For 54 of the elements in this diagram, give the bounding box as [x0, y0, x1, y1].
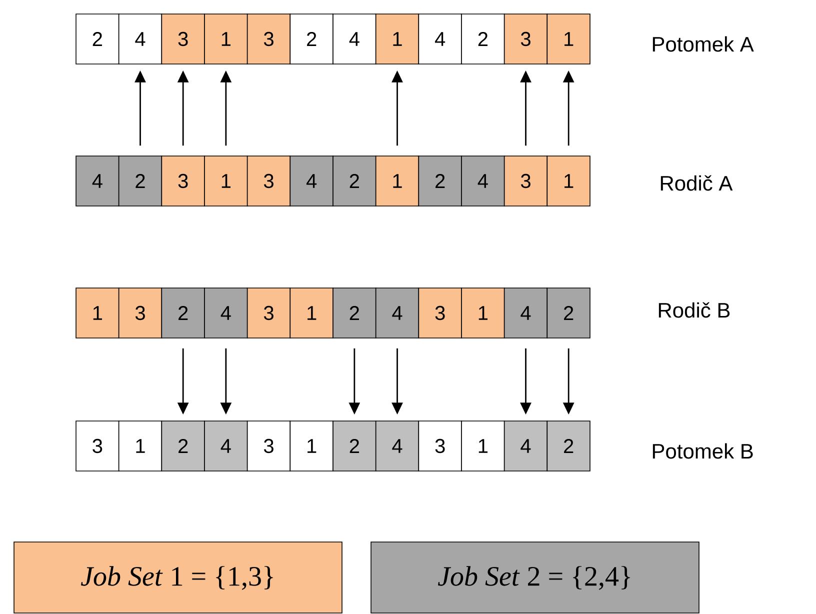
cell: 2	[418, 156, 462, 206]
cell: 3	[246, 14, 291, 64]
cell: 1	[204, 156, 248, 206]
cell: 2	[546, 288, 590, 338]
row-label: Rodič B	[658, 302, 730, 318]
cell: 2	[332, 156, 376, 206]
cell: 4	[332, 14, 376, 64]
cell: 4	[461, 156, 505, 206]
cell: 1	[546, 156, 590, 206]
legend-text: Job Set 1 = {1,3}	[81, 566, 273, 590]
cell: 4	[375, 420, 420, 472]
cell: 1	[204, 14, 248, 64]
cell: 1	[76, 288, 120, 338]
cell: 4	[290, 156, 334, 206]
cell: 3	[418, 288, 462, 338]
row-label: Potomek A	[652, 36, 754, 52]
cell: 3	[246, 288, 291, 338]
cell: 3	[418, 420, 462, 472]
cell: 4	[504, 288, 548, 338]
cell: 3	[118, 288, 162, 338]
cell: 2	[546, 420, 590, 472]
cell: 1	[461, 288, 505, 338]
cell: 3	[161, 156, 205, 206]
cell: 4	[118, 14, 162, 64]
cell: 1	[290, 288, 334, 338]
cell: 1	[118, 420, 162, 472]
cell: 1	[546, 14, 590, 64]
cell: 2	[161, 420, 205, 472]
cell: 1	[290, 420, 334, 472]
cell: 3	[246, 420, 291, 472]
cell: 3	[504, 14, 548, 64]
cell: 4	[204, 420, 248, 472]
cell: 3	[76, 420, 120, 472]
cell: 2	[461, 14, 505, 64]
cell: 4	[375, 288, 420, 338]
legend-text: Job Set 2 = {2,4}	[438, 566, 630, 590]
row-label: Rodič A	[660, 175, 733, 191]
cell: 3	[246, 156, 291, 206]
cell: 4	[418, 14, 462, 64]
cell: 4	[76, 156, 120, 206]
cell: 4	[504, 420, 548, 472]
cell: 3	[504, 156, 548, 206]
cell: 3	[161, 14, 205, 64]
cell: 2	[118, 156, 162, 206]
cell: 1	[375, 156, 420, 206]
cell: 1	[375, 14, 420, 64]
row-label: Potomek B	[652, 443, 753, 459]
cell: 2	[161, 288, 205, 338]
cell: 2	[332, 420, 376, 472]
cell: 2	[76, 14, 120, 64]
cell: 2	[332, 288, 376, 338]
cell: 1	[461, 420, 505, 472]
cell: 2	[290, 14, 334, 64]
cell: 4	[204, 288, 248, 338]
